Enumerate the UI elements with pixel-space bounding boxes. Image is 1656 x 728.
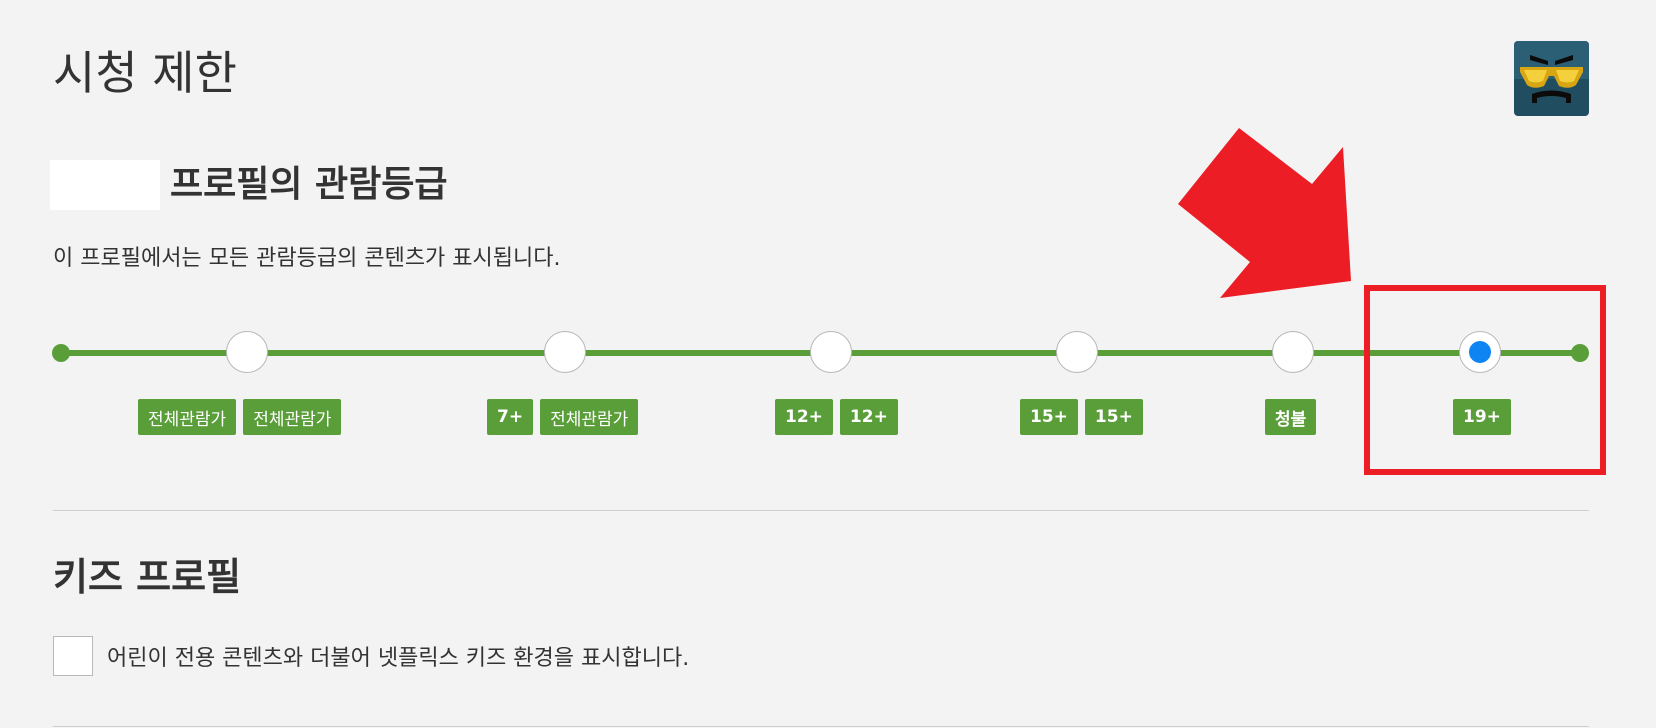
page-title: 시청 제한	[53, 46, 237, 100]
rating-node-5[interactable]	[1272, 331, 1314, 373]
kids-profile-option[interactable]: 어린이 전용 콘텐츠와 더불어 넷플릭스 키즈 환경을 표시합니다.	[53, 636, 689, 676]
divider	[53, 510, 1589, 511]
rating-description: 이 프로필에서는 모든 관람등급의 콘텐츠가 표시됩니다.	[53, 246, 561, 271]
rating-badge: 전체관람가	[138, 399, 237, 435]
rating-badge: 12+	[839, 399, 898, 435]
rating-node-2[interactable]	[544, 331, 586, 373]
slider-start-dot	[52, 344, 70, 362]
sunglasses-face-avatar-icon	[1514, 41, 1589, 116]
kids-section-heading: 키즈 프로필	[53, 555, 242, 599]
rating-badges-5: 청불	[1265, 399, 1317, 435]
rating-badge: 15+	[1084, 399, 1143, 435]
maturity-rating-slider[interactable]: 전체관람가 전체관람가 7+ 전체관람가 12+ 12+ 15+ 15+ 청불 …	[0, 0, 1656, 460]
rating-badges-2: 7+ 전체관람가	[487, 399, 639, 435]
profile-name-redacted	[50, 160, 160, 210]
rating-badge: 전체관람가	[243, 399, 342, 435]
rating-node-1[interactable]	[226, 331, 268, 373]
kids-profile-checkbox[interactable]	[53, 636, 93, 676]
rating-badges-6: 19+	[1453, 399, 1511, 435]
annotation-highlight-box	[1364, 285, 1606, 475]
rating-badge: 청불	[1265, 399, 1317, 435]
rating-node-4[interactable]	[1056, 331, 1098, 373]
rating-badges-3: 12+ 12+	[775, 399, 898, 435]
rating-badge: 전체관람가	[540, 399, 639, 435]
slider-end-dot	[1571, 344, 1589, 362]
rating-node-6-selected[interactable]	[1459, 331, 1501, 373]
rating-section-heading: 프로필의 관람등급	[50, 160, 448, 210]
kids-checkbox-label[interactable]: 어린이 전용 콘텐츠와 더불어 넷플릭스 키즈 환경을 표시합니다.	[107, 646, 690, 671]
rating-badge: 15+	[1020, 399, 1078, 435]
rating-badge: 12+	[775, 399, 833, 435]
rating-node-3[interactable]	[810, 331, 852, 373]
divider	[53, 726, 1589, 727]
rating-badges-1: 전체관람가 전체관람가	[138, 399, 342, 435]
rating-badge: 19+	[1453, 399, 1511, 435]
rating-badges-4: 15+ 15+	[1020, 399, 1143, 435]
rating-heading-text: 프로필의 관람등급	[170, 164, 448, 205]
rating-badge: 7+	[487, 399, 534, 435]
profile-avatar[interactable]	[1514, 41, 1589, 116]
